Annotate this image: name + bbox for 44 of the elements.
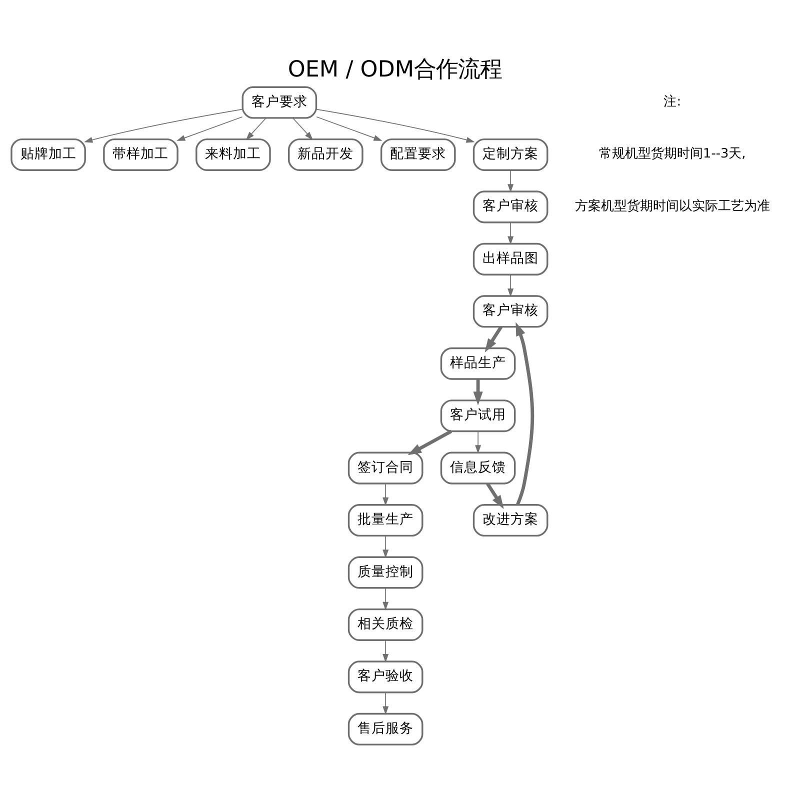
arrow	[508, 274, 514, 298]
arrow	[382, 535, 389, 558]
label: 常规机型货期时间1--3天,	[599, 146, 746, 162]
node-box: 客户审核	[472, 190, 548, 224]
arrow	[246, 118, 266, 140]
arrow	[176, 116, 243, 141]
arrow	[475, 430, 482, 454]
node-box: 带样加工	[103, 138, 178, 171]
node-box: 签订合同	[348, 452, 424, 484]
node-box: 样品生产	[440, 347, 516, 380]
arrow	[316, 116, 382, 141]
node-box: 客户审核	[472, 295, 548, 328]
node-box: 批量生产	[348, 504, 424, 537]
arrow	[316, 108, 475, 143]
node-box: 相关质检	[348, 608, 424, 641]
arrow	[382, 588, 389, 610]
node-box: 配置要求	[380, 138, 456, 171]
arrow	[382, 692, 389, 715]
node-box: 改进方案	[472, 504, 548, 537]
arrow	[516, 322, 534, 506]
node-box: 质量控制	[348, 556, 424, 589]
arrow	[408, 430, 452, 456]
node-box: 客户要求	[242, 86, 318, 119]
arrow	[508, 222, 514, 245]
node-box: 客户验收	[348, 660, 424, 694]
node-box: 来料加工	[196, 138, 271, 171]
arrow	[473, 379, 483, 406]
node-box: 信息反馈	[440, 452, 516, 484]
arrow	[484, 326, 503, 352]
label: 注:	[664, 94, 682, 110]
node-box: 新品开发	[288, 138, 364, 171]
arrow	[382, 640, 389, 663]
arrow	[382, 483, 389, 506]
arrow	[508, 170, 514, 193]
node-box: 定制方案	[472, 138, 548, 171]
node-box: 客户试用	[440, 400, 516, 432]
diagram-title: OEM / ODM合作流程	[288, 56, 502, 83]
label: 方案机型货期时间以实际工艺为准	[574, 198, 770, 214]
node-box: 售后服务	[348, 712, 424, 746]
arrow	[84, 108, 243, 143]
arrow	[292, 118, 314, 140]
node-box: 出样品图	[472, 242, 548, 276]
arrow	[486, 482, 504, 510]
node-box: 贴牌加工	[10, 138, 86, 171]
